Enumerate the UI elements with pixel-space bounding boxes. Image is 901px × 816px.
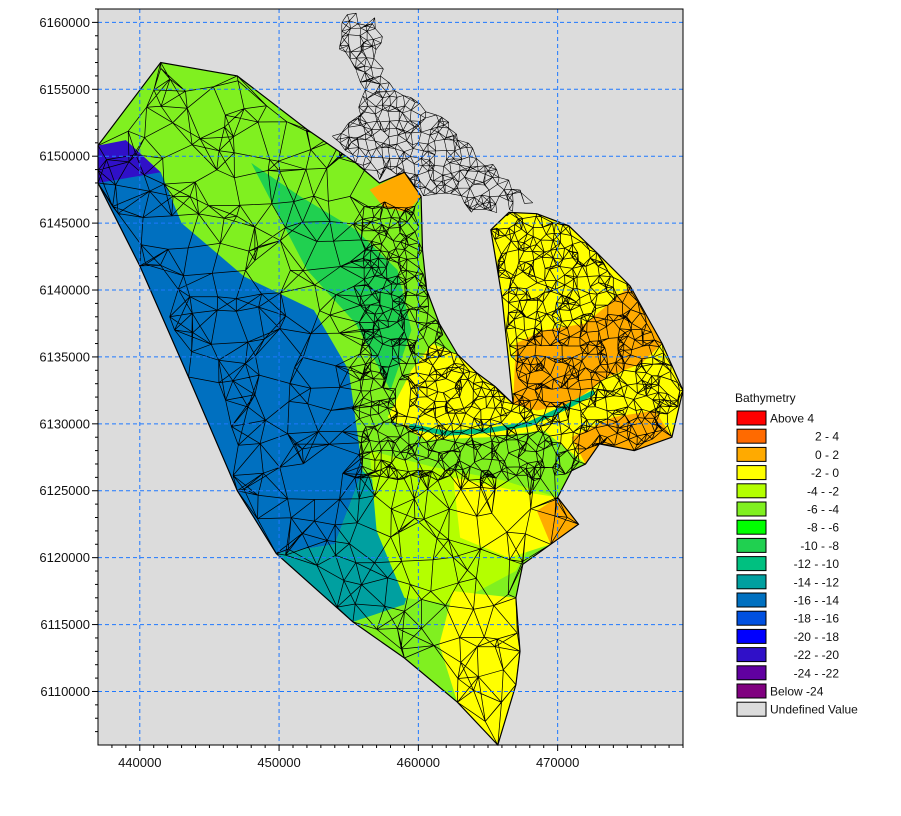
- legend-swatch: [736, 519, 767, 535]
- depth-zones: [98, 62, 683, 745]
- legend-label: -10 - -8: [800, 539, 839, 553]
- legend-swatch: [736, 465, 767, 481]
- plot-area: [97, 9, 684, 747]
- legend-label: Above 4: [770, 412, 814, 426]
- legend-label: -6 - -4: [807, 503, 839, 517]
- legend-label: -24 - -22: [794, 666, 840, 680]
- y-tick-label: 6120000: [39, 550, 90, 565]
- y-tick-label: 6145000: [39, 216, 90, 231]
- x-tick-label: 470000: [536, 755, 579, 770]
- depth-zone: [251, 162, 412, 391]
- legend-entry: 0 - 2: [736, 446, 839, 462]
- legend-label: 0 - 2: [815, 448, 839, 462]
- legend-swatch: [736, 665, 767, 681]
- legend-label: Undefined Value: [770, 703, 858, 717]
- legend-label: Below -24: [770, 685, 824, 699]
- y-tick-label: 6110000: [40, 684, 90, 699]
- y-tick-label: 6115000: [40, 617, 90, 632]
- legend-swatch: [736, 410, 767, 426]
- legend-entry: -2 - 0: [736, 465, 839, 481]
- legend-entry: -16 - -14: [736, 592, 840, 608]
- legend-entry: -18 - -16: [736, 610, 840, 626]
- legend-entry: -24 - -22: [736, 665, 840, 681]
- legend-entry: -6 - -4: [736, 501, 839, 517]
- axes: 440000 450000 460000 470000 6110000 6115000 61…: [39, 8, 684, 770]
- legend-entry: 2 - 4: [736, 428, 839, 444]
- legend-entry: -22 - -20: [736, 647, 840, 663]
- legend-entry: -10 - -8: [736, 537, 839, 553]
- mesh-edges-water: [332, 12, 533, 213]
- legend-swatch: [736, 701, 767, 717]
- x-tick-label: 460000: [397, 755, 440, 770]
- legend-label: -12 - -10: [794, 557, 840, 571]
- mesh-edges: [98, 62, 683, 745]
- legend-entry: -12 - -10: [736, 556, 840, 572]
- y-tick-label: 6135000: [39, 349, 90, 364]
- legend-entry: Below -24: [736, 683, 824, 699]
- legend-entry: -14 - -12: [736, 574, 840, 590]
- legend-swatch: [736, 610, 767, 626]
- legend-swatch: [736, 683, 767, 699]
- legend-swatch: [736, 483, 767, 499]
- legend-entry: Undefined Value: [736, 701, 858, 717]
- legend-entry: -4 - -2: [736, 483, 839, 499]
- legend-swatch: [736, 592, 767, 608]
- depth-zone: [439, 591, 520, 745]
- legend-label: -22 - -20: [794, 648, 840, 662]
- legend-label: -2 - 0: [811, 466, 839, 480]
- legend-title: Bathymetry: [735, 391, 796, 405]
- y-tick-label: 6125000: [39, 483, 90, 498]
- legend-label: -4 - -2: [807, 484, 839, 498]
- legend-swatch: [736, 556, 767, 572]
- x-tick-label: 450000: [257, 755, 300, 770]
- mesh-lines-water: [332, 12, 533, 213]
- legend-swatch: [736, 647, 767, 663]
- legend-swatch: [736, 574, 767, 590]
- legend-swatch: [736, 537, 767, 553]
- depth-zone: [369, 172, 422, 213]
- legend-entry: -20 - -18: [736, 628, 840, 644]
- x-tick-label: 440000: [118, 755, 161, 770]
- legend-swatch: [736, 501, 767, 517]
- legend-label: -20 - -18: [794, 630, 840, 644]
- legend-entry: Above 4: [736, 410, 814, 426]
- y-tick-label: 6130000: [39, 416, 90, 431]
- legend-entry: -8 - -6: [736, 519, 839, 535]
- legend-swatch: [736, 446, 767, 462]
- y-tick-label: 6140000: [39, 283, 90, 298]
- legend-label: -8 - -6: [807, 521, 839, 535]
- y-tick-label: 6160000: [39, 15, 90, 30]
- legend-label: -14 - -12: [794, 575, 840, 589]
- y-tick-label: 6155000: [39, 82, 90, 97]
- legend-swatch: [736, 428, 767, 444]
- legend-label: -16 - -14: [794, 594, 840, 608]
- gridlines: [98, 9, 683, 745]
- legend-label: 2 - 4: [815, 430, 839, 444]
- y-tick-label: 6150000: [39, 149, 90, 164]
- depth-zone: [98, 172, 363, 554]
- mesh-lines: [98, 62, 683, 745]
- legend-label: -18 - -16: [794, 612, 840, 626]
- legend-swatch: [736, 628, 767, 644]
